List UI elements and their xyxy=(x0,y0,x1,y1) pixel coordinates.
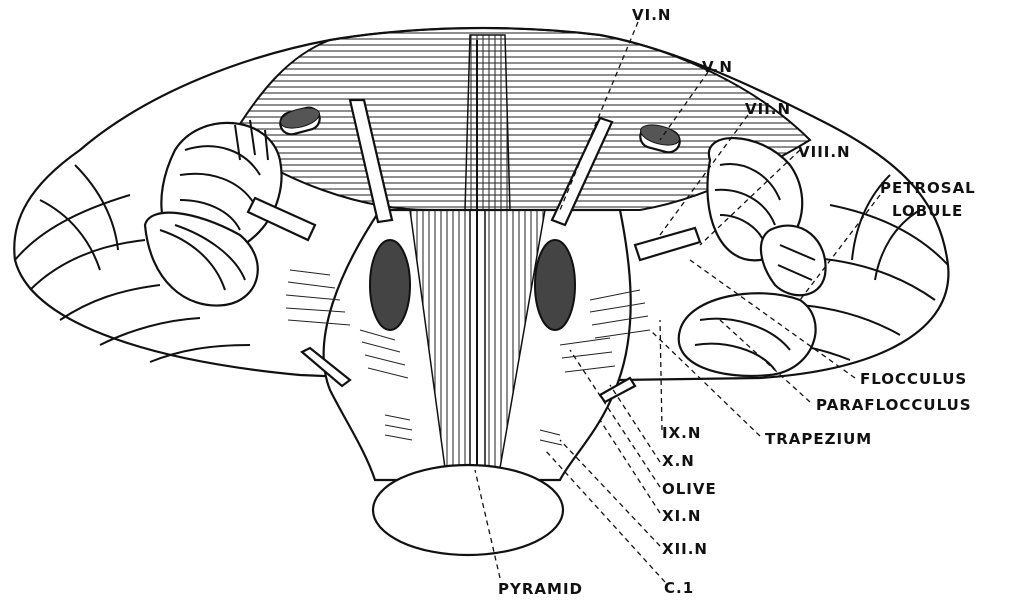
label-c-1: C.1 xyxy=(664,579,694,597)
label-ix-n: IX.N xyxy=(662,424,701,442)
label-vii-n: VII.N xyxy=(745,100,791,118)
label-viii-n: VIII.N xyxy=(798,143,851,161)
label-olive: OLIVE xyxy=(662,480,717,498)
label-trapezium: TRAPEZIUM xyxy=(765,430,872,448)
label-flocculus: FLOCCULUS xyxy=(860,370,967,388)
label-petrosal: PETROSAL xyxy=(880,179,976,197)
spinal-cord-section xyxy=(373,465,563,555)
label-xii-n: XII.N xyxy=(662,540,708,558)
label-lobule: LOBULE xyxy=(892,202,963,220)
label-xi-n: XI.N xyxy=(662,507,701,525)
label-pyramid: PYRAMID xyxy=(498,580,583,598)
label-v-n: V.N xyxy=(702,58,733,76)
label-vi-n: VI.N xyxy=(632,6,671,24)
label-x-n: X.N xyxy=(662,452,695,470)
label-paraflocculus: PARAFLOCCULUS xyxy=(816,396,972,414)
